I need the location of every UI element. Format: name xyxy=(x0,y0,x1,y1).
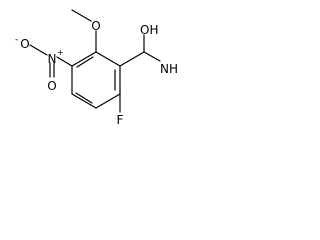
ring-inner-double-3 xyxy=(76,56,94,68)
atom-labels: O N + O - O F OH NH xyxy=(15,19,178,127)
methoxy-o-ch3-bond xyxy=(71,9,92,22)
carbonyl-oxygen-label: OH xyxy=(140,23,158,37)
molecule-structure: O N + O - O F OH NH xyxy=(15,9,178,127)
nitro-c-n-bond xyxy=(56,56,73,67)
ring-carbonyl-bond xyxy=(119,51,145,67)
nitro-oxygen-left-label: O xyxy=(20,37,29,51)
ring-bond-6 xyxy=(71,51,97,67)
ring-bond-1 xyxy=(95,51,121,67)
methoxy-oxygen-label: O xyxy=(91,19,100,33)
ring-bond-3 xyxy=(95,93,121,109)
nitro-oxygen-charge: - xyxy=(15,35,18,45)
nitro-nitrogen-charge: + xyxy=(57,48,64,57)
nitro-nitrogen-label: N xyxy=(48,52,57,66)
nitro-oxygen-bottom-label: O xyxy=(47,79,56,93)
carbonyl-c-n-bond xyxy=(143,51,161,62)
amide-nitrogen-label: NH xyxy=(160,62,178,76)
nitro-n-o-bond xyxy=(29,44,48,56)
ring-inner-double-2 xyxy=(75,92,93,104)
bonds xyxy=(29,9,161,113)
ring-bond-4 xyxy=(71,93,97,109)
fluorine-label: F xyxy=(117,113,124,127)
